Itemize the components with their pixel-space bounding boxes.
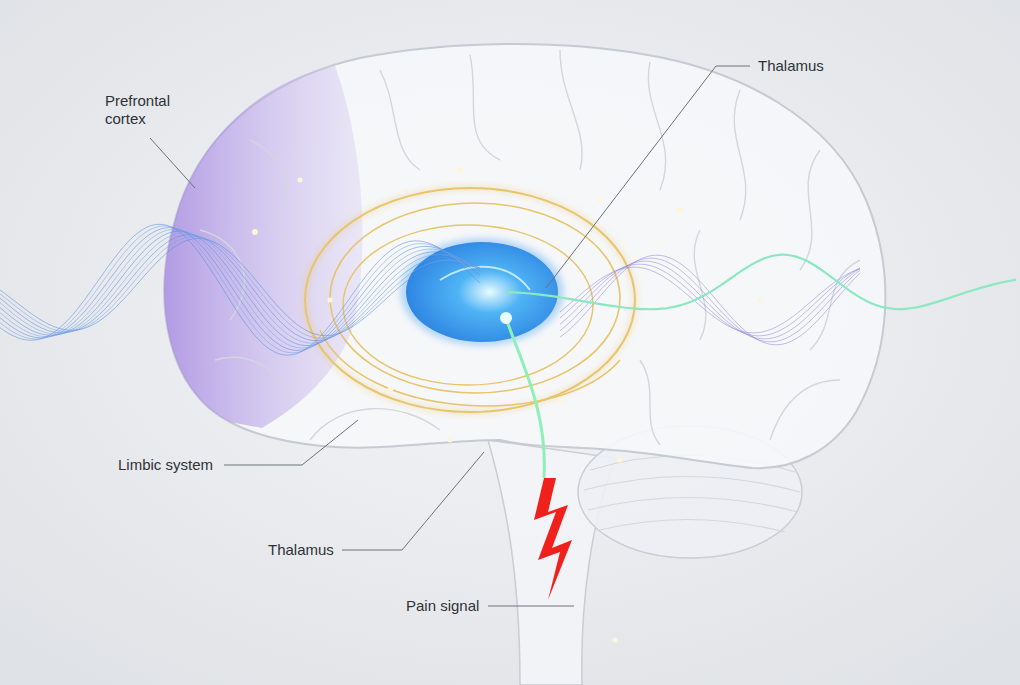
label-holder: Limbic system xyxy=(118,456,213,474)
leader-lines xyxy=(150,66,750,606)
wave-line xyxy=(560,267,860,333)
wave-line xyxy=(0,238,480,335)
wave-line xyxy=(0,226,480,353)
signal-pathway xyxy=(506,318,544,478)
label-holder: Thalamus xyxy=(268,541,334,559)
wave-line xyxy=(0,231,480,345)
wave-line xyxy=(560,258,860,342)
wave-line xyxy=(560,261,860,339)
leader-line xyxy=(224,420,358,465)
label-holder: Pain signal xyxy=(406,597,479,615)
wave-line xyxy=(0,224,480,355)
wave-line xyxy=(560,264,860,336)
part-label: Prefrontal cortex xyxy=(105,92,185,128)
wave-line xyxy=(0,237,480,339)
label-holder: Thalamus xyxy=(758,57,824,75)
part-label: Thalamus xyxy=(268,541,334,559)
part-label: Thalamus xyxy=(758,57,824,75)
leader-line xyxy=(546,66,750,288)
wave-line xyxy=(0,229,480,348)
part-label: Limbic system xyxy=(118,456,213,474)
brain-waves xyxy=(0,224,1016,355)
wave-line xyxy=(0,233,480,343)
label-holder: Prefrontal cortex xyxy=(105,92,185,128)
part-label: Pain signal xyxy=(406,597,479,615)
leader-line xyxy=(150,138,195,188)
glow-dots xyxy=(252,167,763,643)
wave-line xyxy=(560,255,860,345)
leader-line xyxy=(342,452,484,550)
wave-line xyxy=(506,255,1016,310)
pain-bolt xyxy=(534,478,572,600)
leader-line xyxy=(488,606,574,607)
thalamus-shape xyxy=(400,238,564,346)
signal-point xyxy=(500,312,512,324)
